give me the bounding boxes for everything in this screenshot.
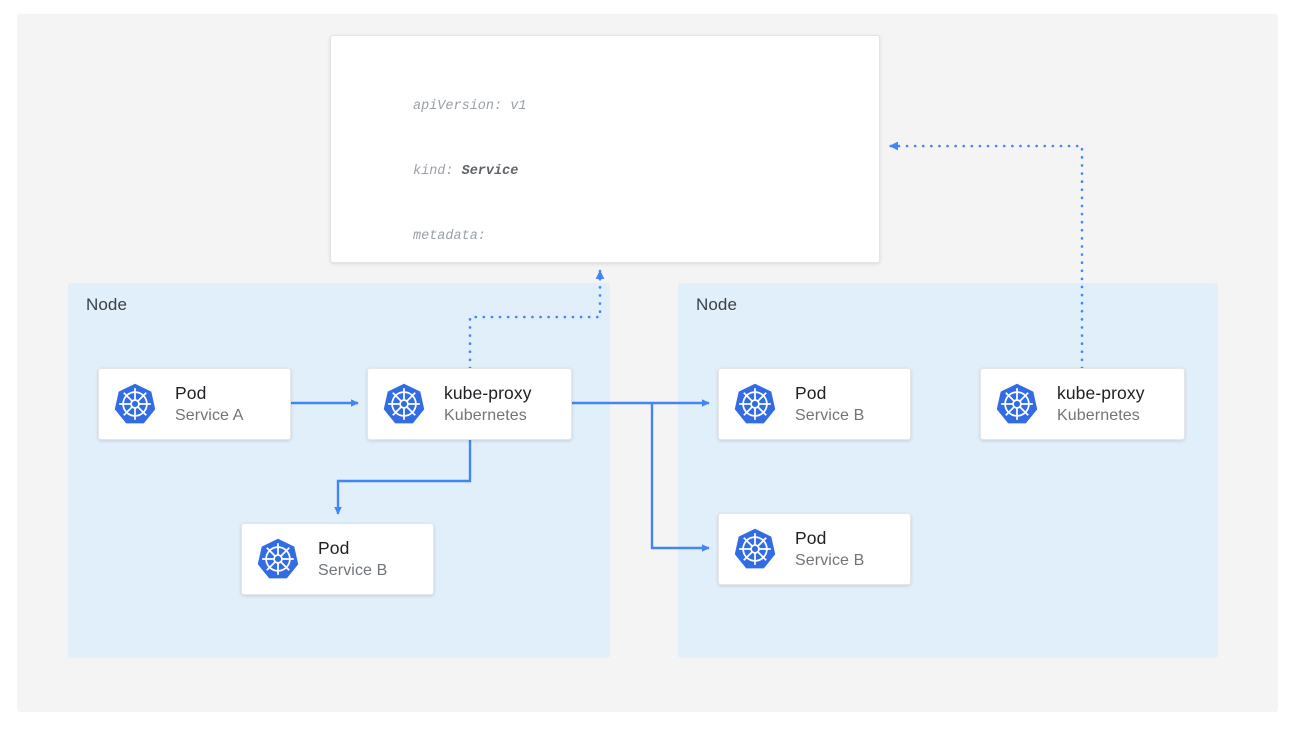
card-subtitle: Kubernetes xyxy=(444,406,527,424)
card-pod-service-a[interactable]: Pod Service A xyxy=(98,368,291,440)
kubernetes-icon xyxy=(114,383,156,424)
card-title: Pod xyxy=(795,382,827,403)
card-text: Pod Service B xyxy=(795,527,864,572)
yaml-kind-value: Service xyxy=(461,163,519,179)
card-title: Pod xyxy=(175,382,207,403)
card-subtitle: Service B xyxy=(795,551,865,569)
card-title: Pod xyxy=(795,527,827,548)
node-container-right: Node xyxy=(678,283,1218,658)
node-label-left: Node xyxy=(86,295,128,314)
card-subtitle: Service B xyxy=(318,561,388,579)
card-kube-proxy-left[interactable]: kube-proxy Kubernetes xyxy=(367,368,572,440)
card-text: Pod Service B xyxy=(318,537,387,582)
node-container-left: Node xyxy=(68,283,610,658)
kubernetes-icon xyxy=(734,528,776,569)
card-title: kube-proxy xyxy=(444,382,532,403)
service-manifest-panel: apiVersion: v1 kind: Service metadata: n… xyxy=(330,35,880,263)
card-text: Pod Service A xyxy=(175,382,244,427)
yaml-line-0: apiVersion: v1 xyxy=(413,99,527,115)
card-text: kube-proxy Kubernetes xyxy=(1057,382,1145,427)
card-text: kube-proxy Kubernetes xyxy=(444,382,532,427)
card-kube-proxy-right[interactable]: kube-proxy Kubernetes xyxy=(980,368,1185,440)
card-text: Pod Service B xyxy=(795,382,864,427)
card-pod-service-b-right-2[interactable]: Pod Service B xyxy=(718,513,911,585)
card-title: Pod xyxy=(318,537,350,558)
kubernetes-icon xyxy=(996,383,1038,424)
card-title: kube-proxy xyxy=(1057,382,1145,403)
card-subtitle: Kubernetes xyxy=(1057,406,1140,424)
kubernetes-icon xyxy=(383,383,425,424)
node-label-right: Node xyxy=(696,295,738,314)
card-subtitle: Service B xyxy=(795,406,865,424)
yaml-line-2: metadata: xyxy=(413,228,486,244)
card-pod-service-b-right-1[interactable]: Pod Service B xyxy=(718,368,911,440)
service-manifest-code: apiVersion: v1 kind: Service metadata: n… xyxy=(413,53,745,262)
kubernetes-icon xyxy=(734,383,776,424)
kubernetes-icon xyxy=(257,538,299,579)
card-subtitle: Service A xyxy=(175,406,244,424)
yaml-line-1: kind: Service xyxy=(413,163,519,179)
card-pod-service-b-left[interactable]: Pod Service B xyxy=(241,523,434,595)
